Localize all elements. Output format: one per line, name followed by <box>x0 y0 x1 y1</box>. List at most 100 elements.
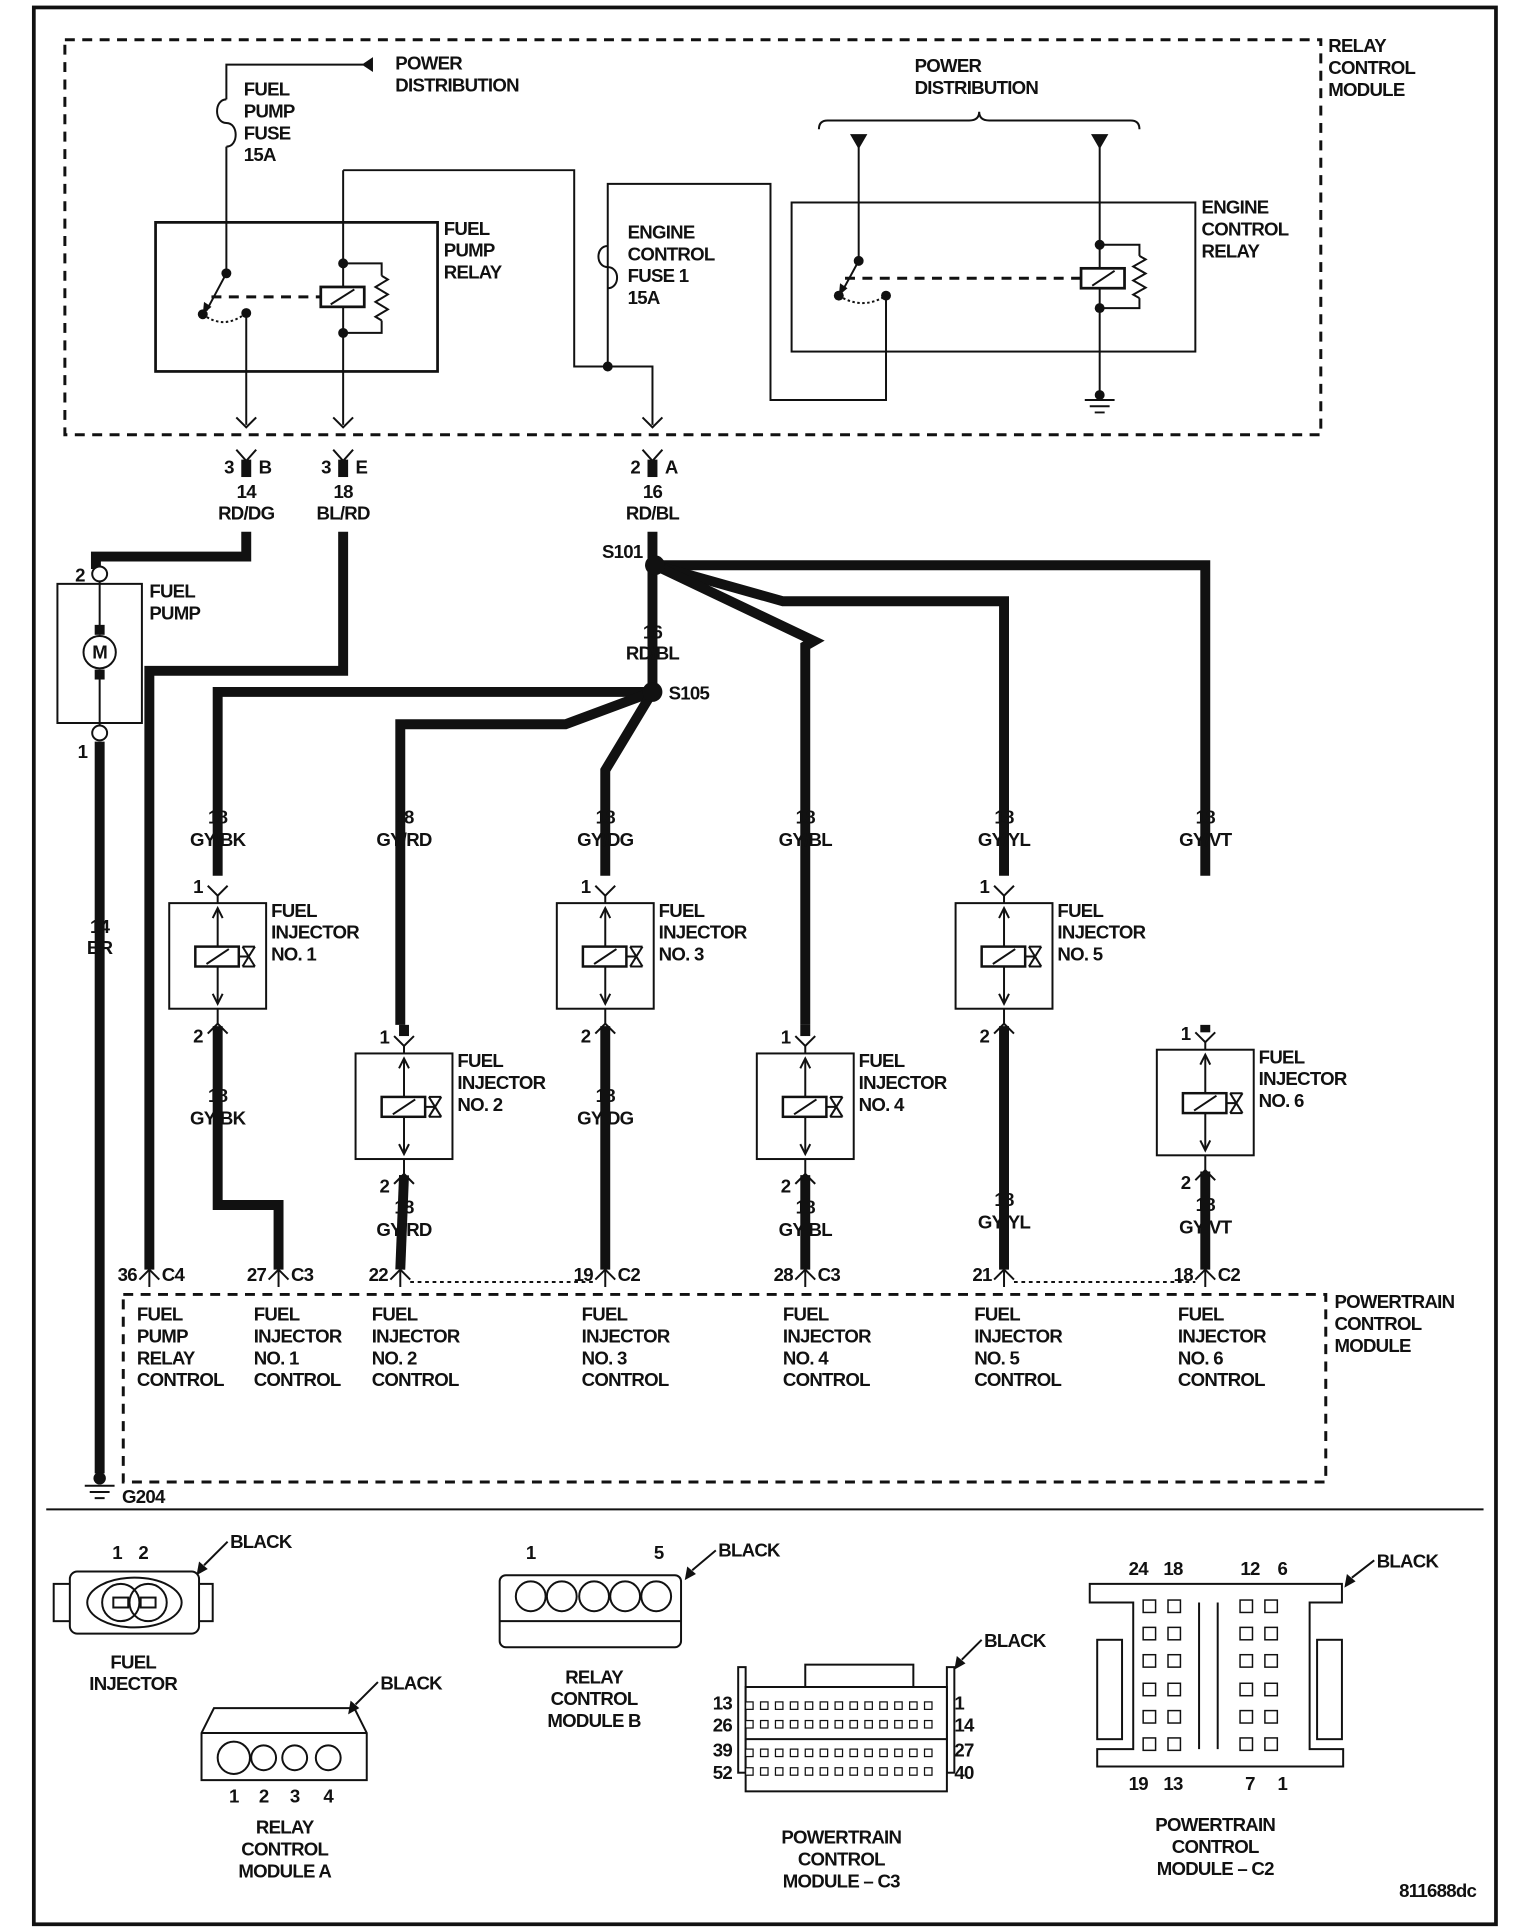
injector-terminal <box>393 1172 415 1185</box>
pin-cavity <box>1264 1682 1279 1697</box>
pin-number: 39 <box>713 1740 733 1761</box>
pin-cavity <box>819 1748 829 1758</box>
pin-cavity <box>745 1719 754 1729</box>
relay-control-module-label-line: CONTROL <box>1328 57 1415 78</box>
pcm-pin-function-line: CONTROL <box>254 1369 341 1390</box>
fuel-injector-label-line: INJECTOR <box>1057 922 1146 943</box>
connector-caption-line: FUEL <box>110 1651 156 1672</box>
pcm-pin-function-line: FUEL <box>1178 1304 1224 1325</box>
pcm-pin-function-line: INJECTOR <box>254 1325 343 1346</box>
connector-caption-line: POWERTRAIN <box>781 1827 901 1848</box>
pin-cavity <box>923 1719 933 1729</box>
fuel-injector-label-line: NO. 2 <box>457 1094 502 1115</box>
wire-gy-bk <box>212 686 653 876</box>
module-connector-2 <box>641 449 664 463</box>
fuel-injector-label-line: INJECTOR <box>859 1072 948 1093</box>
pcm-pin-number: 28 <box>774 1264 794 1285</box>
pcm-boundary <box>121 1292 1328 1484</box>
pin-cavity <box>609 1580 642 1613</box>
fuel-injector-label-line: FUEL <box>1259 1046 1305 1067</box>
pin-cavity <box>774 1767 784 1776</box>
valve-icon <box>1226 1092 1244 1115</box>
pin-cavity <box>849 1767 859 1776</box>
valve-icon <box>1025 945 1043 968</box>
pin-cavity <box>849 1748 859 1758</box>
fuel-pump-relay-box <box>154 220 439 373</box>
suppressor-wire <box>343 320 383 334</box>
wire-gauge: 18 <box>596 807 616 828</box>
suppressor-wire <box>1099 243 1141 256</box>
engine-control-relay-label-line: RELAY <box>1202 240 1261 261</box>
fuel-pump-fuse-label-line: 15A <box>244 144 276 165</box>
power-distribution-arrow-icon <box>361 57 373 73</box>
pin-cavity <box>894 1701 903 1710</box>
pin-cavity <box>819 1701 829 1710</box>
wire-gy-yl <box>653 560 1009 876</box>
pin-number: 13 <box>713 1692 733 1713</box>
pin-number: 1 <box>954 1692 964 1713</box>
splice-s101-label: S101 <box>602 541 643 562</box>
wire-gauge: 18 <box>334 481 354 502</box>
injector-pin-out: 2 <box>979 1025 989 1046</box>
wire-gauge: 16 <box>643 481 663 502</box>
connector-caption-line: POWERTRAIN <box>1155 1814 1275 1835</box>
fuel-injector-label-line: FUEL <box>1057 900 1103 921</box>
injector-pin-out: 2 <box>193 1025 203 1046</box>
pin-number: 2 <box>138 1542 148 1563</box>
pin-cavity <box>864 1701 873 1710</box>
motor-label: M <box>92 641 107 662</box>
power-distribution-label-2-line: DISTRIBUTION <box>915 77 1039 98</box>
coil-slash <box>1091 269 1116 287</box>
pin-cavity <box>879 1767 888 1776</box>
pcm-pin-function-line: CONTROL <box>1178 1369 1265 1390</box>
injector-pin-in: 1 <box>193 876 203 897</box>
fuel-pump-fuse-label-line: FUEL <box>244 79 290 100</box>
fuel-injector-label-line: NO. 5 <box>1057 944 1102 965</box>
leader-arrow-icon <box>954 1655 966 1670</box>
relay-control-module-label-line: MODULE <box>1328 79 1405 100</box>
connector-caption-line: MODULE B <box>547 1710 641 1731</box>
motor-brush <box>94 624 105 635</box>
wire-gauge: 18 <box>1196 807 1216 828</box>
coil-slash <box>330 288 355 306</box>
connector-caption-line: MODULE – C3 <box>783 1870 900 1891</box>
injector-pin-in: 1 <box>781 1027 791 1048</box>
pcm-pin-function-line: CONTROL <box>372 1369 459 1390</box>
fuse-icon <box>216 98 237 148</box>
pin-number: 27 <box>954 1740 974 1761</box>
wire-color: RD/DG <box>218 502 275 523</box>
engine-control-fuse-label-line: ENGINE <box>628 222 695 243</box>
pin-cavity <box>834 1748 844 1758</box>
connector-caption-line: RELAY <box>565 1666 624 1687</box>
injector-pin-out: 2 <box>781 1176 791 1197</box>
fuel-pump-relay-label-line: PUMP <box>444 240 495 261</box>
resistor-icon <box>373 274 390 322</box>
pin-cavity <box>578 1580 610 1613</box>
pin-number: 40 <box>954 1762 974 1783</box>
arrow-icon <box>1199 1139 1212 1153</box>
pin-cavity <box>834 1767 844 1776</box>
pin-number: 7 <box>1245 1773 1255 1794</box>
pin-number: 26 <box>713 1715 733 1736</box>
arrow-icon <box>211 905 224 919</box>
pin-cavity <box>759 1701 769 1710</box>
injector-pin-in: 1 <box>979 876 989 897</box>
injector-terminal <box>1194 1168 1216 1181</box>
arrow-icon <box>599 993 612 1006</box>
pin-cavity <box>804 1748 814 1758</box>
fuse-icon <box>597 244 619 290</box>
pcm-pin-function-line: FUEL <box>582 1304 628 1325</box>
figure-id: 811688dc <box>1399 1880 1476 1901</box>
pcm-pin-number: 22 <box>369 1264 389 1285</box>
ground-g204-icon <box>84 1484 115 1500</box>
connector-shroud <box>86 1576 183 1629</box>
leader-arrow-icon <box>684 1566 696 1581</box>
pin-cavity <box>250 1744 278 1772</box>
connector-caption-line: INJECTOR <box>89 1673 178 1694</box>
coil-slash <box>793 1098 817 1116</box>
injector-terminal <box>594 885 616 898</box>
arrow-icon <box>799 1143 812 1157</box>
